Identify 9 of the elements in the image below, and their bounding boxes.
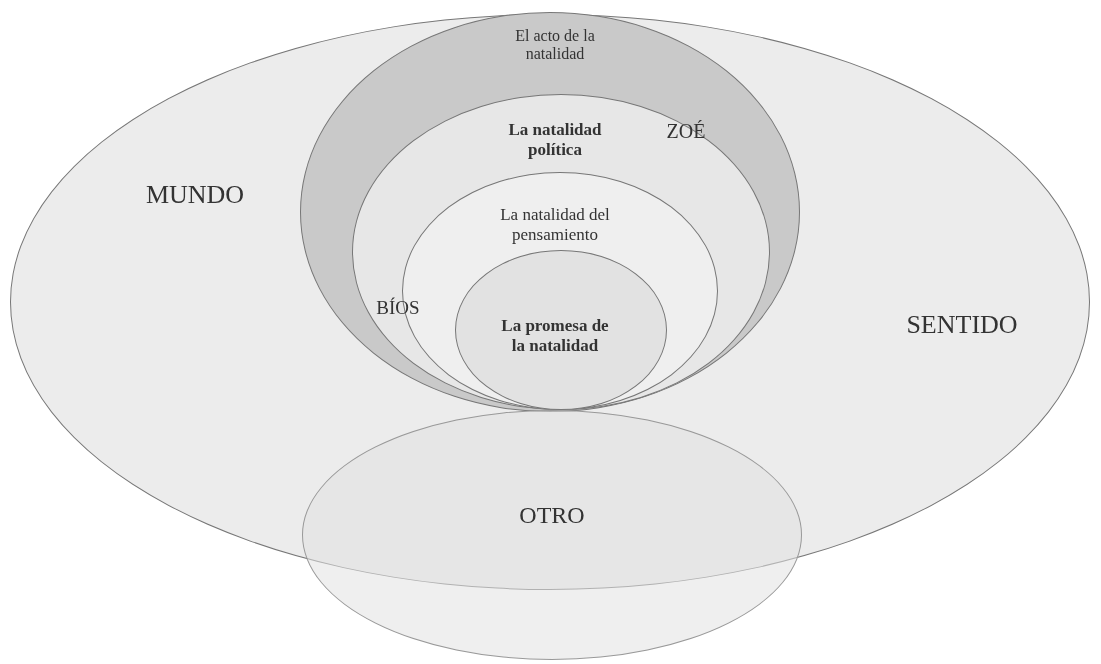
region-label: ZOÉ bbox=[665, 119, 707, 143]
ellipse-label: La promesa de la natalidad bbox=[500, 316, 610, 356]
ellipse-label: La natalidad política bbox=[507, 120, 603, 160]
region-label: MUNDO bbox=[144, 180, 246, 210]
ellipse-label: El acto de la natalidad bbox=[514, 27, 596, 63]
region-label: BÍOS bbox=[375, 297, 421, 319]
region-label: OTRO bbox=[518, 501, 586, 529]
region-label: SENTIDO bbox=[905, 310, 1019, 340]
ellipse-label: La natalidad del pensamiento bbox=[499, 205, 611, 245]
